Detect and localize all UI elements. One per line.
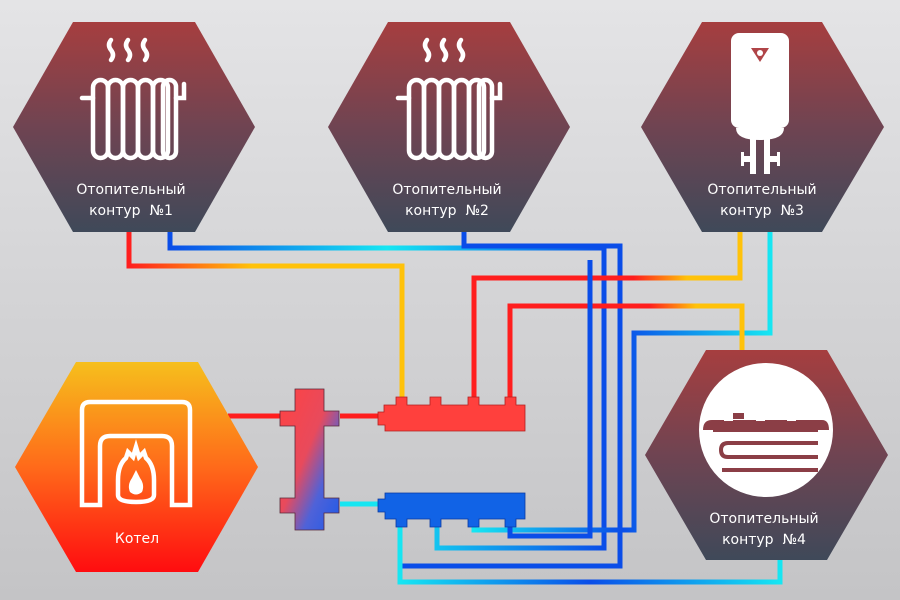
circuit-4-label-line1: Отопительный (709, 511, 818, 527)
hexagon-shape (328, 22, 570, 232)
circuit-3-label-line1: Отопительный (707, 182, 816, 198)
underfloor-heating-icon (699, 363, 833, 497)
pipe-c4-supply (507, 303, 745, 402)
circuit-2-label-line1: Отопительный (392, 182, 501, 198)
supply-manifold[interactable] (377, 396, 526, 432)
hydraulic-separator[interactable] (279, 388, 340, 531)
circuit-4-node[interactable]: Отопительный контур №4 (645, 350, 888, 560)
boiler-node[interactable]: Котел (15, 362, 258, 572)
hexagon-shape (15, 362, 258, 572)
circuit-1-label-line1: Отопительный (76, 182, 185, 198)
return-manifold[interactable] (377, 492, 526, 528)
pipe-c1-return (167, 232, 607, 551)
water-heater-icon (731, 33, 789, 174)
pipe-c4-return-branch (507, 260, 593, 539)
radiator-icon (79, 37, 187, 161)
circuit-2-label-line2: контур №2 (405, 203, 489, 219)
circuit-1-node[interactable]: Отопительный контур №1 (13, 22, 255, 232)
pipe-c3-supply (471, 232, 743, 402)
circuit-2-node[interactable]: Отопительный контур №2 (328, 22, 570, 232)
pipes (126, 232, 783, 585)
pipe-c1-supply (126, 232, 405, 402)
circuit-3-label-line2: контур №3 (720, 203, 804, 219)
boiler-furnace-icon (79, 399, 193, 508)
circuit-3-node[interactable]: Отопительный контур №3 (641, 22, 884, 232)
pipe-c3-return (471, 232, 773, 533)
circuit-1-label-line2: контур №1 (89, 203, 173, 219)
radiator-icon (395, 37, 503, 161)
flame-icon (128, 470, 144, 495)
hexagon-shape (13, 22, 255, 232)
boiler-label: Котел (115, 531, 159, 547)
pipe-c4-return (397, 522, 783, 585)
circuit-4-label-line2: контур №4 (722, 532, 806, 548)
